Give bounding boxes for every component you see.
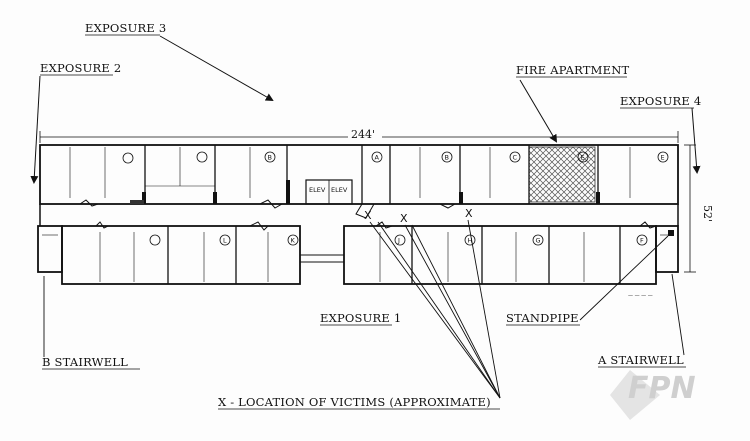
apartment-marker (149, 234, 161, 246)
apartment-letter: F (640, 237, 644, 245)
victims-legend: X - LOCATION OF VICTIMS (APPROXIMATE) (218, 395, 491, 409)
apartment-letter: H (468, 237, 473, 245)
fire-apartment-arrow (519, 79, 558, 143)
apartment-marker (371, 151, 383, 163)
exposure-1-label: EXPOSURE 1 (320, 311, 401, 325)
apartment-marker (464, 234, 476, 246)
width-dimension: 52' (684, 144, 714, 273)
apartment-letter: B (445, 154, 449, 162)
apartment-letter: A (375, 154, 380, 162)
apartment-letter: C (513, 154, 518, 162)
watermark: FPN (610, 370, 696, 420)
watermark-text: FPN (628, 371, 696, 406)
apartment-letter: J (397, 237, 400, 245)
apartment-marker (219, 234, 231, 246)
building-outline: ELEV ELEV (37, 144, 679, 285)
width-text: 52' (701, 205, 714, 222)
apartment-letter: E (661, 154, 665, 162)
victim-marker: X (364, 209, 372, 222)
a-stairwell-leader (671, 273, 685, 356)
victim-marker: X (400, 212, 408, 225)
exposure-2-arrow (30, 75, 41, 184)
standpipe-leader (579, 235, 669, 321)
victim-leader-lines (369, 219, 501, 399)
exposure-3-arrow (159, 35, 274, 101)
apartment-marker (577, 151, 589, 163)
apartment-marker (287, 234, 299, 246)
victim-marker: X (465, 207, 473, 220)
victim-markers: X X X (364, 207, 473, 225)
apartment-marker (636, 234, 648, 246)
apartment-letter: B (268, 154, 272, 162)
apartment-letter: L (223, 237, 227, 245)
apartment-marker (196, 151, 208, 163)
exposure-4-arrow (691, 107, 701, 174)
elevator-label-2: ELEV (331, 186, 348, 194)
length-dimension: 244' (39, 128, 679, 143)
apartment-marker (441, 151, 453, 163)
elevator-label-1: ELEV (309, 186, 326, 194)
apartment-marker (509, 151, 521, 163)
length-text: 244' (351, 128, 375, 141)
apartment-marker (264, 151, 276, 163)
apartment-marker (532, 234, 544, 246)
apartment-letter: G (536, 237, 541, 245)
exposure-2-label: EXPOSURE 2 (40, 61, 121, 75)
apartment-marker (657, 151, 669, 163)
apartment-letter: K (291, 237, 296, 245)
a-stairwell-label: A STAIRWELL (597, 353, 684, 367)
b-stairwell-label: B STAIRWELL (42, 355, 128, 369)
exposure-4-label: EXPOSURE 4 (620, 94, 701, 108)
apartment-marker (394, 234, 406, 246)
north-apartment-markers: B A B C E E (122, 151, 669, 164)
apartment-marker (122, 152, 134, 164)
apartment-letter: E (581, 154, 585, 162)
fire-apartment-hatch (528, 146, 596, 203)
a-stairwell-box (655, 225, 679, 273)
scale-note: — — — — (628, 293, 653, 299)
south-apartment-markers: L K J H G F (149, 234, 648, 246)
exposure-3-label: EXPOSURE 3 (85, 21, 166, 35)
standpipe-label: STANDPIPE (506, 311, 579, 325)
b-stairwell-box (37, 225, 63, 273)
fire-apartment-label: FIRE APARTMENT (516, 63, 629, 77)
